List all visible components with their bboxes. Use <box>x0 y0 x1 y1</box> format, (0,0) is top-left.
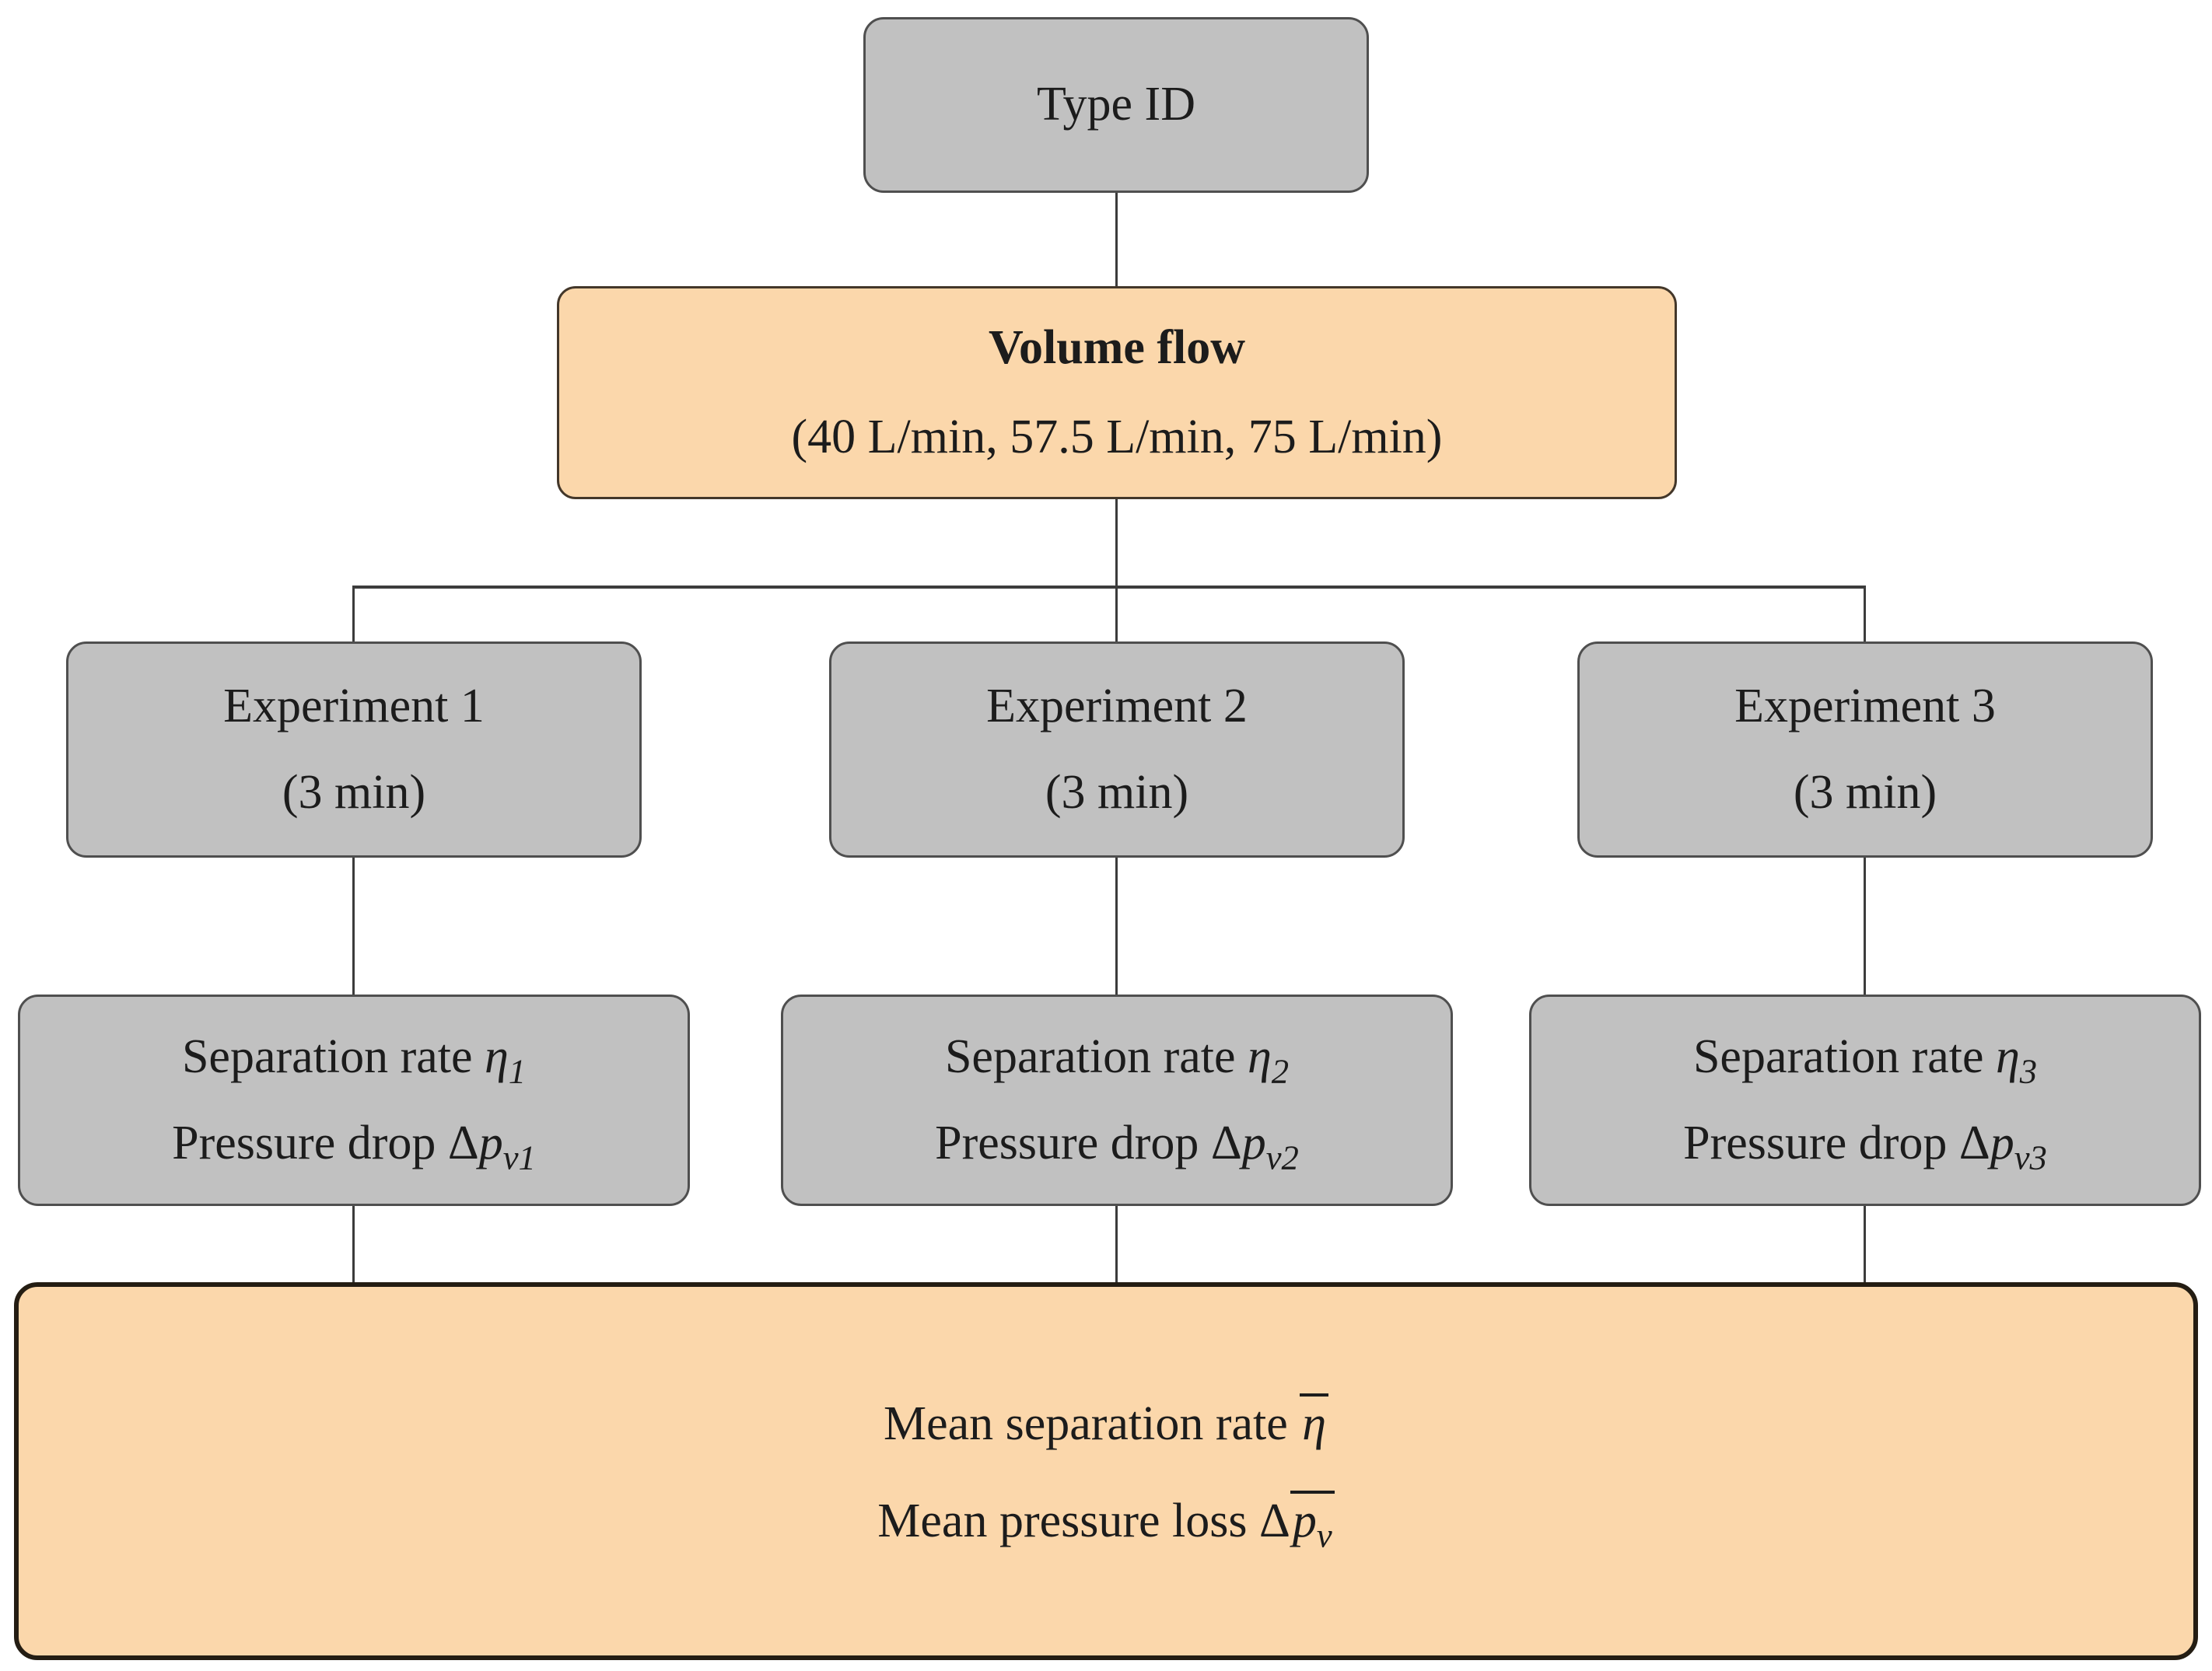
result-2-drop-text: Pressure drop <box>935 1117 1211 1169</box>
result-3-drop-text: Pressure drop <box>1683 1117 1959 1169</box>
connector-experiment3-result3 <box>1864 858 1866 995</box>
eta-symbol: η <box>484 1030 509 1083</box>
experiment-2-box: Experiment 2 (3 min) <box>829 641 1405 858</box>
result-3-separation-rate: Separation rate η3 <box>1692 1030 2037 1089</box>
result-3-rate-text: Separation rate <box>1692 1030 1996 1083</box>
result-2-separation-rate: Separation rate η2 <box>944 1030 1289 1089</box>
delta-symbol: Δ <box>1210 1117 1242 1169</box>
connector-result2-mean <box>1115 1206 1118 1282</box>
type-id-box: Type ID <box>863 17 1369 193</box>
connector-result1-mean <box>352 1206 355 1282</box>
p-subscript: v1 <box>502 1138 536 1177</box>
p-subscript: v3 <box>2014 1138 2047 1177</box>
experiment-3-box: Experiment 3 (3 min) <box>1577 641 2153 858</box>
experiment-2-title: Experiment 2 <box>986 679 1248 732</box>
connector-volumeflow-experiment2 <box>1115 499 1118 641</box>
eta-subscript: 2 <box>1271 1051 1290 1091</box>
mean-result-box: Mean separation rate η Mean pressure los… <box>14 1282 2198 1660</box>
result-1-drop-text: Pressure drop <box>172 1117 448 1169</box>
result-2-pressure-drop: Pressure drop Δpv2 <box>935 1116 1299 1175</box>
volume-flow-box: Volume flow (40 L/min, 57.5 L/min, 75 L/… <box>557 286 1677 499</box>
type-id-label: Type ID <box>1037 78 1195 131</box>
p-symbol: p <box>478 1117 503 1169</box>
result-2-rate-text: Separation rate <box>944 1030 1248 1083</box>
result-1-rate-text: Separation rate <box>181 1030 485 1083</box>
result-3-box: Separation rate η3 Pressure drop Δpv3 <box>1529 995 2201 1206</box>
connector-result3-mean <box>1864 1206 1866 1282</box>
result-2-box: Separation rate η2 Pressure drop Δpv2 <box>781 995 1453 1206</box>
delta-symbol: Δ <box>1259 1494 1290 1547</box>
mean-pressure-loss: Mean pressure loss Δpv <box>877 1491 1335 1553</box>
p-symbol: p <box>1241 1117 1266 1169</box>
p-symbol: p <box>1990 1117 2014 1169</box>
experiment-1-box: Experiment 1 (3 min) <box>66 641 642 858</box>
eta-subscript: 1 <box>508 1051 527 1091</box>
result-1-pressure-drop: Pressure drop Δpv1 <box>172 1116 536 1175</box>
delta-symbol: Δ <box>447 1117 479 1169</box>
mean-rate-text: Mean separation rate <box>883 1397 1300 1450</box>
connector-experiment1-result1 <box>352 858 355 995</box>
volume-flow-values: (40 L/min, 57.5 L/min, 75 L/min) <box>791 411 1443 463</box>
experiment-3-duration: (3 min) <box>1793 766 1937 819</box>
eta-symbol: η <box>1995 1030 2020 1083</box>
eta-bar-symbol: η <box>1300 1393 1329 1448</box>
result-1-separation-rate: Separation rate η1 <box>181 1030 526 1089</box>
volume-flow-title: Volume flow <box>988 320 1246 374</box>
experiment-1-duration: (3 min) <box>282 766 426 819</box>
result-3-pressure-drop: Pressure drop Δpv3 <box>1683 1116 2047 1175</box>
experiment-1-title: Experiment 1 <box>223 679 485 732</box>
mean-loss-text: Mean pressure loss <box>877 1494 1260 1547</box>
p-subscript: v2 <box>1265 1138 1299 1177</box>
connector-experiment2-result2 <box>1115 858 1118 995</box>
connector-branch-horizontal <box>352 586 1866 589</box>
eta-symbol: η <box>1247 1030 1272 1083</box>
mean-separation-rate: Mean separation rate η <box>883 1393 1329 1452</box>
p-subscript: v <box>1316 1515 1332 1555</box>
connector-typeid-volumeflow <box>1115 193 1118 286</box>
connector-branch-experiment3 <box>1864 587 1866 641</box>
p-v-bar-symbol: pv <box>1290 1491 1335 1553</box>
delta-symbol: Δ <box>1958 1117 1990 1169</box>
experiment-3-title: Experiment 3 <box>1734 679 1996 732</box>
connector-branch-experiment1 <box>352 587 355 641</box>
result-1-box: Separation rate η1 Pressure drop Δpv1 <box>18 995 690 1206</box>
experiment-2-duration: (3 min) <box>1045 766 1189 819</box>
eta-subscript: 3 <box>2019 1051 2038 1091</box>
p-symbol: p <box>1292 1494 1317 1547</box>
